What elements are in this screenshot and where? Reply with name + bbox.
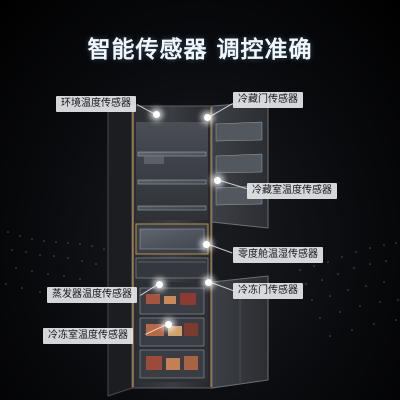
- fridge-door-open: [211, 101, 269, 229]
- sensor-label-fridge-door: 冷藏门传感器: [233, 92, 303, 108]
- sensor-label-freezer-door: 冷冻门传感器: [233, 283, 303, 299]
- sensor-dot-fridge-temp: [214, 177, 221, 184]
- headline: 智能传感器 调控准确: [87, 37, 313, 63]
- sensor-label-ambient: 环境温度传感器: [56, 96, 136, 112]
- sensor-dot-evaporator: [156, 281, 163, 288]
- sensor-label-freezer-temp: 冷冻室温度传感器: [43, 328, 133, 344]
- sensor-dot-zero-zone: [203, 241, 210, 248]
- fridge-compartment: [136, 122, 208, 220]
- zero-zone-drawer: [135, 223, 209, 279]
- particle-wave-right: [299, 242, 399, 337]
- sensor-dot-ambient: [153, 111, 160, 118]
- sensor-dot-freezer-door: [205, 279, 212, 286]
- sensor-dot-fridge-door: [204, 114, 211, 121]
- sensor-label-zero-zone: 零度舱温湿传感器: [233, 247, 323, 263]
- sensor-dot-freezer-temp: [165, 321, 172, 328]
- particle-wave-left: [5, 231, 105, 301]
- freezer-door-open: [211, 275, 269, 389]
- freezer-compartment: [136, 282, 208, 382]
- sensor-label-fridge-temp: 冷藏室温度传感器: [247, 183, 337, 199]
- sensor-label-evaporator: 蒸发器温度传感器: [47, 287, 137, 303]
